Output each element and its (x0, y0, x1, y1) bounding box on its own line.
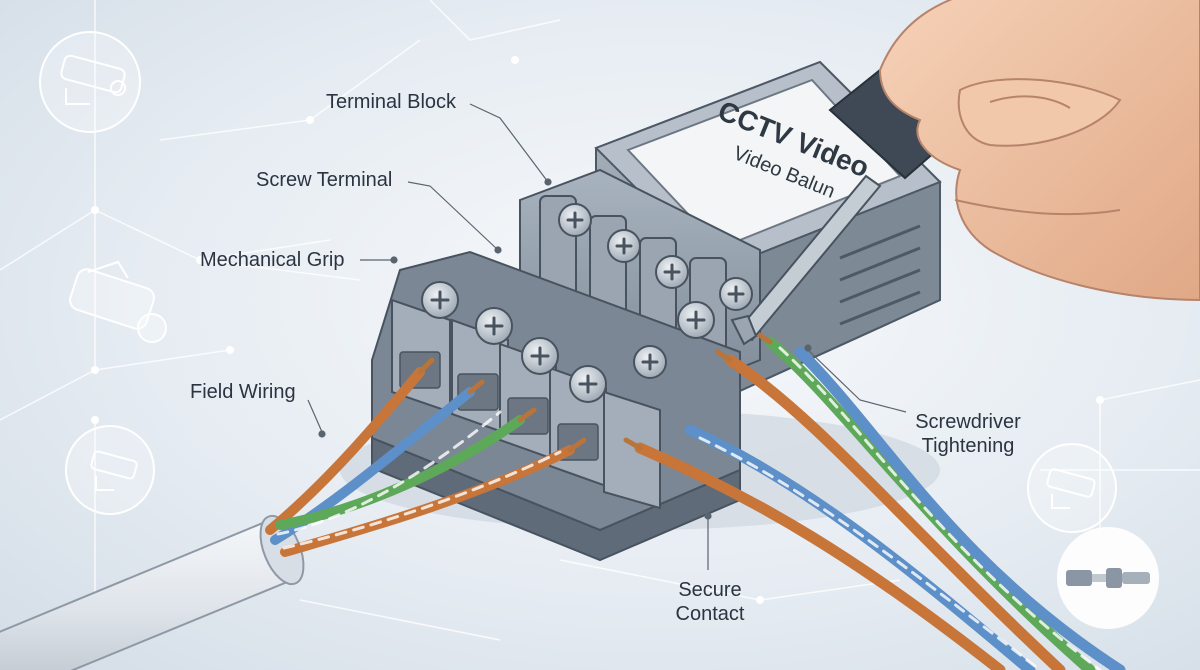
field-wiring-left (265, 367, 575, 557)
cable-jacket (0, 514, 305, 670)
mechanical-grip-label: Mechanical Grip (200, 249, 345, 271)
secure-contact-label: Secure Contact (660, 578, 760, 626)
screwdriver-tightening-line1: Screwdriver (915, 411, 1021, 433)
field-wiring-right (634, 336, 1126, 670)
secure-contact-line1: Secure (678, 579, 742, 601)
cctv-camera-icon (65, 425, 155, 515)
copper-conductors (417, 331, 773, 453)
cctv-camera-icon (1027, 443, 1117, 533)
screw-terminal-label: Screw Terminal (256, 169, 393, 191)
bullet-camera-icon (69, 260, 167, 343)
hand (878, 0, 1200, 302)
screwdriver-tightening-label: Screwdriver Tightening (898, 410, 1038, 458)
circuit-nodes (91, 56, 1104, 604)
secure-contact-line2: Contact (675, 603, 745, 625)
screwdriver-tightening-line2: Tightening (921, 435, 1015, 457)
screw-terminals (421, 203, 753, 403)
callout-leaders (307, 103, 907, 570)
terminal-block-label: Terminal Block (326, 91, 457, 113)
balun-connector-icon (1057, 527, 1159, 629)
field-wiring-label: Field Wiring (190, 381, 296, 403)
cctv-camera-icon (39, 31, 141, 133)
